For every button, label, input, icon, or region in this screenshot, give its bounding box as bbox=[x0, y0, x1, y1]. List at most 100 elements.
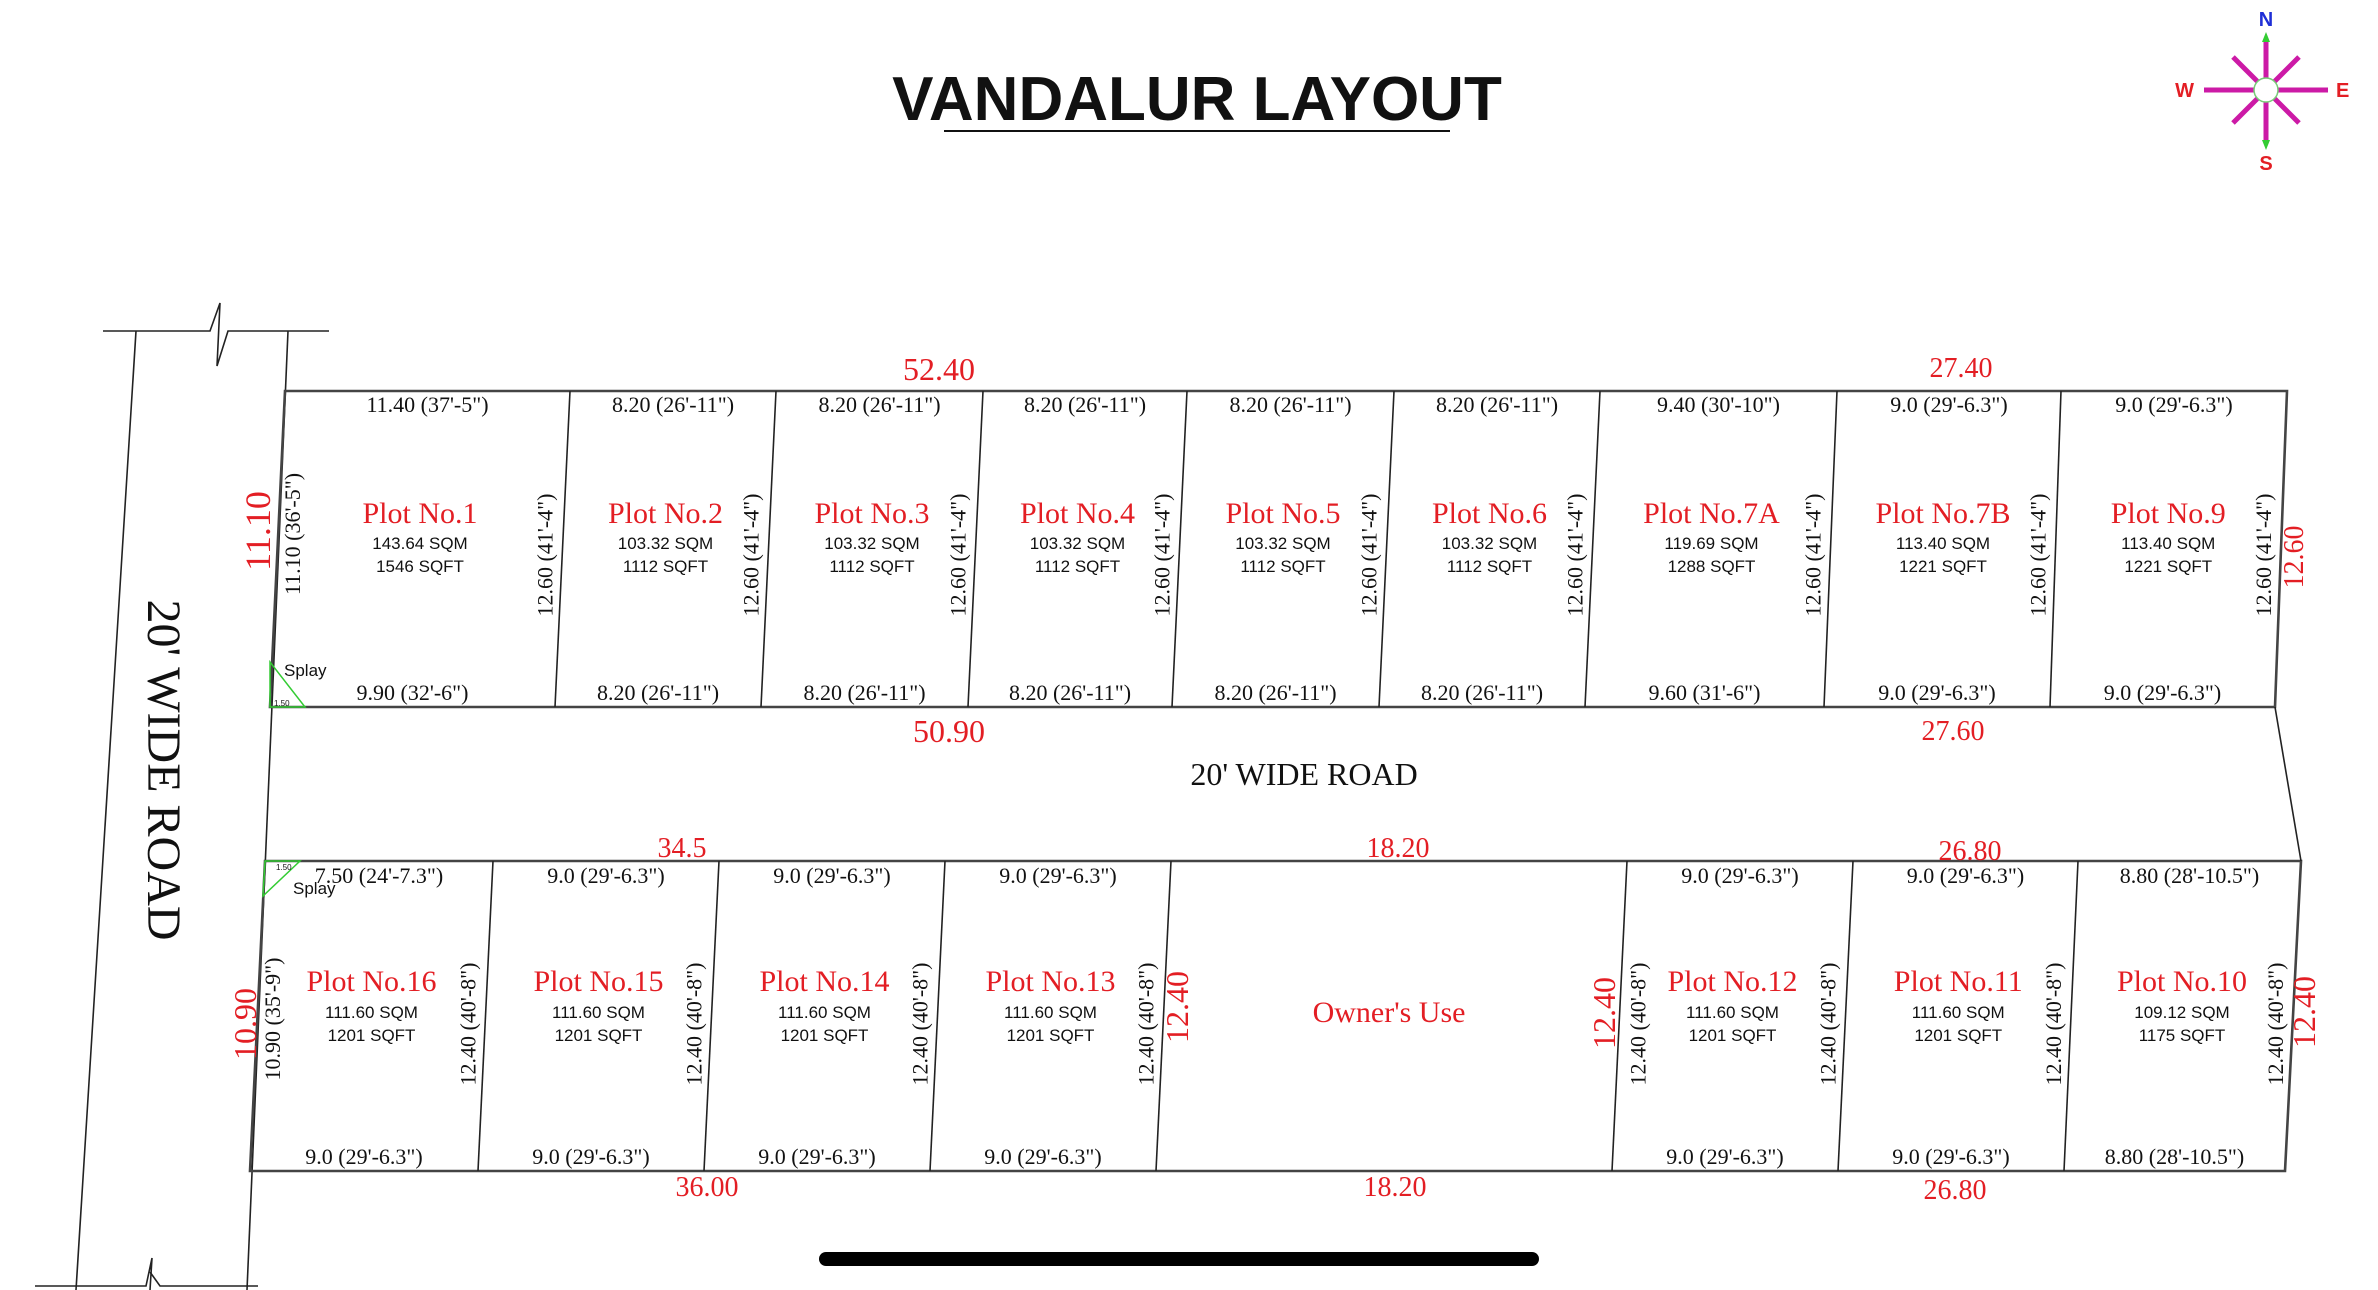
plot-divider bbox=[1155, 860, 1172, 1172]
plot-label: Plot No.10 bbox=[2117, 965, 2247, 998]
total-bottom-west: 10.90 bbox=[227, 988, 263, 1060]
plot-area-sqft: 1221 SQFT bbox=[1899, 557, 1987, 576]
plot-label: Plot No.3 bbox=[814, 497, 929, 530]
plot-label: Plot No.7A bbox=[1643, 497, 1780, 530]
total-bottom-east: 12.40 bbox=[2286, 976, 2322, 1048]
plot-top-dim: 9.40 (30'-10") bbox=[1657, 392, 1780, 417]
plot-divider bbox=[1584, 390, 1601, 708]
plot-bottom-dim: 8.20 (26'-11") bbox=[1009, 680, 1131, 705]
plot-area-sqft: 1221 SQFT bbox=[2124, 557, 2212, 576]
left-road: 20' WIDE ROAD bbox=[35, 302, 329, 1290]
plot-side-dim: 12.40 (40'-8") bbox=[456, 963, 481, 1086]
plot-label: Plot No.7B bbox=[1875, 497, 2010, 530]
plot-label: Plot No.1 bbox=[362, 497, 477, 530]
plot-side-dim: 12.60 (41'-4") bbox=[1150, 494, 1175, 617]
plot-top-dim: 9.0 (29'-6.3") bbox=[2115, 392, 2232, 417]
plot-label: Plot No.6 bbox=[1432, 497, 1547, 530]
plot-label: Plot No.13 bbox=[985, 965, 1115, 998]
total-bottom-south-mid: 18.20 bbox=[1364, 1172, 1427, 1203]
plot-divider bbox=[760, 390, 777, 708]
plot-divider bbox=[477, 860, 494, 1172]
plot-label: Plot No.5 bbox=[1225, 497, 1340, 530]
plot-top-dim: 7.50 (24'-7.3") bbox=[315, 863, 443, 888]
plot-area-sqm: 109.12 SQM bbox=[2134, 1003, 2229, 1022]
plot-side-dim: 12.40 (40'-8") bbox=[1816, 963, 1841, 1086]
plot-bottom-dim: 9.0 (29'-6.3") bbox=[2104, 680, 2221, 705]
plot-divider bbox=[967, 390, 984, 708]
plot-side-dim: 12.40 (40'-8") bbox=[908, 963, 933, 1086]
road-east-edge bbox=[2274, 706, 2302, 862]
plot-top-dim: 9.0 (29'-6.3") bbox=[547, 863, 664, 888]
plot-top-dim: 8.20 (26'-11") bbox=[1024, 392, 1146, 417]
splay-bottom: Splay 1.50 bbox=[262, 860, 336, 898]
plot-top-dim: 8.20 (26'-11") bbox=[818, 392, 940, 417]
plot-divider bbox=[1611, 860, 1628, 1172]
compass-e: E bbox=[2336, 80, 2349, 102]
plot-area-sqft: 1288 SQFT bbox=[1668, 557, 1756, 576]
splay-top: Splay 1.50 bbox=[269, 659, 327, 708]
plot-label: Plot No.11 bbox=[1894, 965, 2023, 998]
plot-area-sqft: 1201 SQFT bbox=[781, 1026, 869, 1045]
plot-divider bbox=[929, 860, 946, 1172]
total-top-north-left: 52.40 bbox=[903, 351, 975, 387]
plot-bottom-dim: 9.60 (31'-6") bbox=[1649, 680, 1761, 705]
plot-area-sqm: 111.60 SQM bbox=[1912, 1003, 2005, 1022]
plot-label: Plot No.9 bbox=[2111, 497, 2226, 530]
plot-side-dim: 12.60 (41'-4") bbox=[533, 494, 558, 617]
total-bottom-north-mid: 18.20 bbox=[1367, 833, 1430, 864]
plot-area-sqm: 113.40 SQM bbox=[1896, 534, 1990, 553]
plot-side-dim: 12.60 (41'-4") bbox=[739, 494, 764, 617]
plot-top-dim: 8.20 (26'-11") bbox=[612, 392, 734, 417]
plot-side-dim: 12.60 (41'-4") bbox=[2251, 494, 2276, 617]
left-road-label: 20' WIDE ROAD bbox=[137, 599, 190, 940]
plot-left-side-dim: 12.40 (40'-8") bbox=[1626, 963, 1651, 1086]
plot-area-sqft: 1112 SQFT bbox=[1240, 557, 1325, 576]
plot-bottom-dim: 9.0 (29'-6.3") bbox=[1666, 1144, 1783, 1169]
plot-side-dim: 12.60 (41'-4") bbox=[1563, 494, 1588, 617]
plot-area-sqm: 103.32 SQM bbox=[1030, 534, 1125, 553]
plot-label: Plot No.4 bbox=[1020, 497, 1135, 530]
dim-bottom-west: 10.90 (35'-9") bbox=[260, 958, 285, 1081]
plot-area-sqm: 119.69 SQM bbox=[1664, 534, 1758, 553]
plot-bottom-dim: 9.0 (29'-6.3") bbox=[758, 1144, 875, 1169]
plot-area-sqft: 1201 SQFT bbox=[328, 1026, 416, 1045]
plot-side-dim: 12.40 (40'-8") bbox=[1134, 963, 1159, 1086]
plot-area-sqm: 111.60 SQM bbox=[552, 1003, 645, 1022]
plot-area-sqm: 143.64 SQM bbox=[372, 534, 467, 553]
plot-side-dim: 12.60 (41'-4") bbox=[1801, 494, 1826, 617]
plot-area-sqm: 111.60 SQM bbox=[325, 1003, 418, 1022]
plot-label: Plot No.12 bbox=[1667, 965, 1797, 998]
plot-top-dim: 9.0 (29'-6.3") bbox=[773, 863, 890, 888]
total-top-west: 11.10 bbox=[238, 491, 278, 571]
plot-7b: 9.0 (29'-6.3") Plot No.7B 113.40 SQM 1221 S… bbox=[1875, 392, 2050, 705]
plot-area-sqm: 103.32 SQM bbox=[824, 534, 919, 553]
plot-bottom-dim: 9.0 (29'-6.3") bbox=[305, 1144, 422, 1169]
plot-divider bbox=[1837, 860, 1854, 1172]
plot-side-dim: 12.40 (40'-8") bbox=[2041, 963, 2066, 1086]
plot-bottom-dim: 9.0 (29'-6.3") bbox=[984, 1144, 1101, 1169]
plot-bottom-dim: 9.0 (29'-6.3") bbox=[532, 1144, 649, 1169]
plot-top-dim: 11.40 (37'-5") bbox=[366, 392, 488, 417]
total-top-south-right: 27.60 bbox=[1922, 716, 1985, 747]
home-indicator[interactable] bbox=[819, 1252, 1539, 1266]
splay-bottom-size: 1.50 bbox=[276, 863, 292, 872]
plot-divider bbox=[1378, 390, 1395, 708]
plot-area-sqft: 1201 SQFT bbox=[555, 1026, 643, 1045]
plot-side-dim: 12.60 (41'-4") bbox=[1357, 494, 1382, 617]
total-bottom-north-right: 26.80 bbox=[1939, 836, 2002, 867]
plot-area-sqft: 1201 SQFT bbox=[1689, 1026, 1777, 1045]
plot-area-sqm: 103.32 SQM bbox=[618, 534, 713, 553]
total-bottom-north-left: 34.5 bbox=[658, 833, 707, 864]
total-top-south-left: 50.90 bbox=[913, 713, 985, 749]
plot-top-dim: 9.0 (29'-6.3") bbox=[1890, 392, 2007, 417]
compass-rose-icon: N S W E bbox=[2175, 9, 2349, 175]
plot-divider bbox=[554, 390, 571, 708]
